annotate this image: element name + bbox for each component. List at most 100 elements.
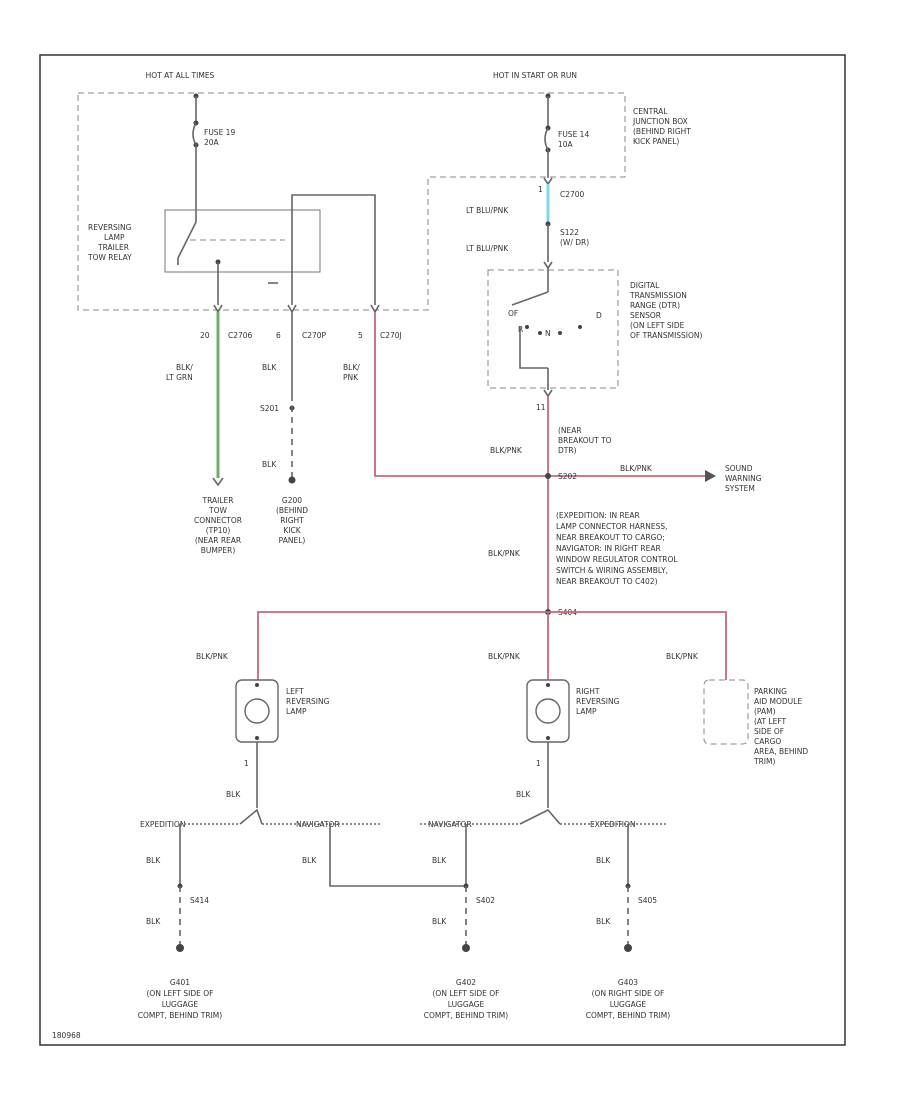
dtr-contact-4 <box>578 325 582 329</box>
dtr-contact-1 <box>525 325 529 329</box>
connector-c270j-symbol <box>370 304 380 314</box>
g401-blk-1: BLK <box>146 856 161 865</box>
connector-c2700-symbol <box>543 177 553 186</box>
pin-1: 1 <box>538 185 543 194</box>
dtr-label-1: DIGITAL <box>630 281 660 290</box>
blk-pnk-relay-wire <box>374 312 705 477</box>
hot-at-all-times-label: HOT AT ALL TIMES <box>146 71 215 80</box>
fuse14-symbol <box>544 127 549 151</box>
g200-ground-point <box>288 476 296 484</box>
pam-label-2: AID MODULE <box>754 697 802 706</box>
wire-blk-1: BLK <box>262 363 277 372</box>
g403-label-4: COMPT, BEHIND TRIM) <box>586 1011 670 1020</box>
g403-blk-1: BLK <box>596 856 611 865</box>
pam-label-6: CARGO <box>754 737 781 746</box>
s414-label: S414 <box>190 896 209 905</box>
sound-label-1: SOUND <box>725 464 753 473</box>
relay-label-1: REVERSING <box>88 223 132 232</box>
s202-note-2: BREAKOUT TO <box>558 436 612 445</box>
s201-label: S201 <box>260 404 279 413</box>
relay-label-3: TRAILER <box>97 243 129 252</box>
g402-label-2: (ON LEFT SIDE OF <box>433 989 500 998</box>
central-junction-box-outline <box>77 92 626 311</box>
fuse14-rating: 10A <box>558 140 574 149</box>
wire-blk-pnk-relay-1: BLK/ <box>343 363 360 372</box>
s122-label-1: S122 <box>560 228 579 237</box>
g401-label-4: COMPT, BEHIND TRIM) <box>138 1011 222 1020</box>
dtr-switch-arm <box>511 291 549 306</box>
relay-label-2: LAMP <box>104 233 125 242</box>
fuse19-rating: 20A <box>204 138 220 147</box>
wire-blk-ltgrn-2: LT GRN <box>166 373 193 382</box>
right-lamp-terminal-top <box>546 683 550 687</box>
fuse14-label: FUSE 14 <box>558 130 589 139</box>
cjb-label-3: (BEHIND RIGHT <box>633 127 691 136</box>
left-lamp-pin: 1 <box>244 759 249 768</box>
cjb-label-2: JUNCTION BOX <box>632 117 688 126</box>
left-lamp-label-2: REVERSING <box>286 697 330 706</box>
g401-blk-2: BLK <box>146 917 161 926</box>
trailer-tow-label-4: (TP10) <box>206 526 231 535</box>
hot-in-start-run-label: HOT IN START OR RUN <box>493 71 577 80</box>
conn-c2700-label: C2700 <box>560 190 585 199</box>
fuse19-symbol <box>192 122 197 146</box>
relay-label-4: TOW RELAY <box>87 253 132 262</box>
dtr-reverse-contact-wire <box>519 327 548 369</box>
g401-label-2: (ON LEFT SIDE OF <box>147 989 214 998</box>
g403-label-3: LUGGAGE <box>610 1000 647 1009</box>
dtr-sensor-outline <box>487 269 619 389</box>
s402-label: S402 <box>476 896 495 905</box>
splice-note-5: WINDOW REGULATOR CONTROL <box>556 555 678 564</box>
pam-label-1: PARKING <box>754 687 787 696</box>
dtr-label-5: (ON LEFT SIDE <box>630 321 685 330</box>
right-lamp-branch-split <box>519 809 561 825</box>
left-reversing-lamp-bulb-icon <box>244 698 270 724</box>
pam-label-7: AREA, BEHIND <box>754 747 808 756</box>
wire-blk-ltgrn-1: BLK/ <box>176 363 193 372</box>
pin-5: 5 <box>358 331 363 340</box>
trailer-tow-label-1: TRAILER <box>202 496 234 505</box>
left-lamp-terminal-top <box>255 683 259 687</box>
connector-c270p-symbol <box>287 304 297 314</box>
navigator-label-left: NAVIGATOR <box>296 820 340 829</box>
wire-lt-blu-pnk-2: LT BLU/PNK <box>466 244 509 253</box>
right-reversing-lamp-bulb-icon <box>535 698 561 724</box>
splice-note-6: SWITCH & WIRING ASSEMBLY, <box>556 566 668 575</box>
connector-c2706-symbol <box>213 304 223 314</box>
trailer-tow-label-3: CONNECTOR <box>194 516 242 525</box>
left-lamp-terminal-bottom <box>255 736 259 740</box>
parking-aid-module-outline <box>703 679 749 745</box>
cjb-label-1: CENTRAL <box>633 107 668 116</box>
trailer-tow-label-2: TOW <box>208 506 227 515</box>
dtr-pos-d: D <box>596 311 602 320</box>
g401-label-3: LUGGAGE <box>162 1000 199 1009</box>
sound-wire-label: BLK/PNK <box>620 464 653 473</box>
dtr-pos-n: N <box>545 329 551 338</box>
dtr-contact-2 <box>538 331 542 335</box>
sound-label-3: SYSTEM <box>725 484 755 493</box>
g401-ground-point <box>176 944 184 952</box>
sound-label-2: WARNING <box>725 474 762 483</box>
dtr-label-2: TRANSMISSION <box>629 291 687 300</box>
s202-note-1: (NEAR <box>558 426 582 435</box>
g200-label-1: G200 <box>282 496 302 505</box>
right-lamp-pin: 1 <box>536 759 541 768</box>
pin-11: 11 <box>536 403 546 412</box>
splice-note-3: NEAR BREAKOUT TO CARGO; <box>556 533 665 542</box>
left-lamp-branch-split <box>239 808 263 825</box>
blk-pnk-right-lamp: BLK/PNK <box>488 652 521 661</box>
wire-blk-pnk-relay-2: PNK <box>343 373 359 382</box>
cjb-label-4: KICK PANEL) <box>633 137 679 146</box>
g200-label-5: PANEL) <box>279 536 306 545</box>
fuse19-label: FUSE 19 <box>204 128 235 137</box>
left-reversing-lamp-housing <box>235 679 279 743</box>
g403-blk-2: BLK <box>596 917 611 926</box>
wire-blk-2: BLK <box>262 460 277 469</box>
splice-note-2: LAMP CONNECTOR HARNESS, <box>556 522 668 531</box>
blk-pnk-pam: BLK/PNK <box>666 652 699 661</box>
pam-label-3: (PAM) <box>754 707 776 716</box>
conn-c270p-label: C270P <box>302 331 327 340</box>
blk-pnk-label-2: BLK/PNK <box>488 549 521 558</box>
pam-label-4: (AT LEFT <box>754 717 787 726</box>
pin-20: 20 <box>200 331 210 340</box>
